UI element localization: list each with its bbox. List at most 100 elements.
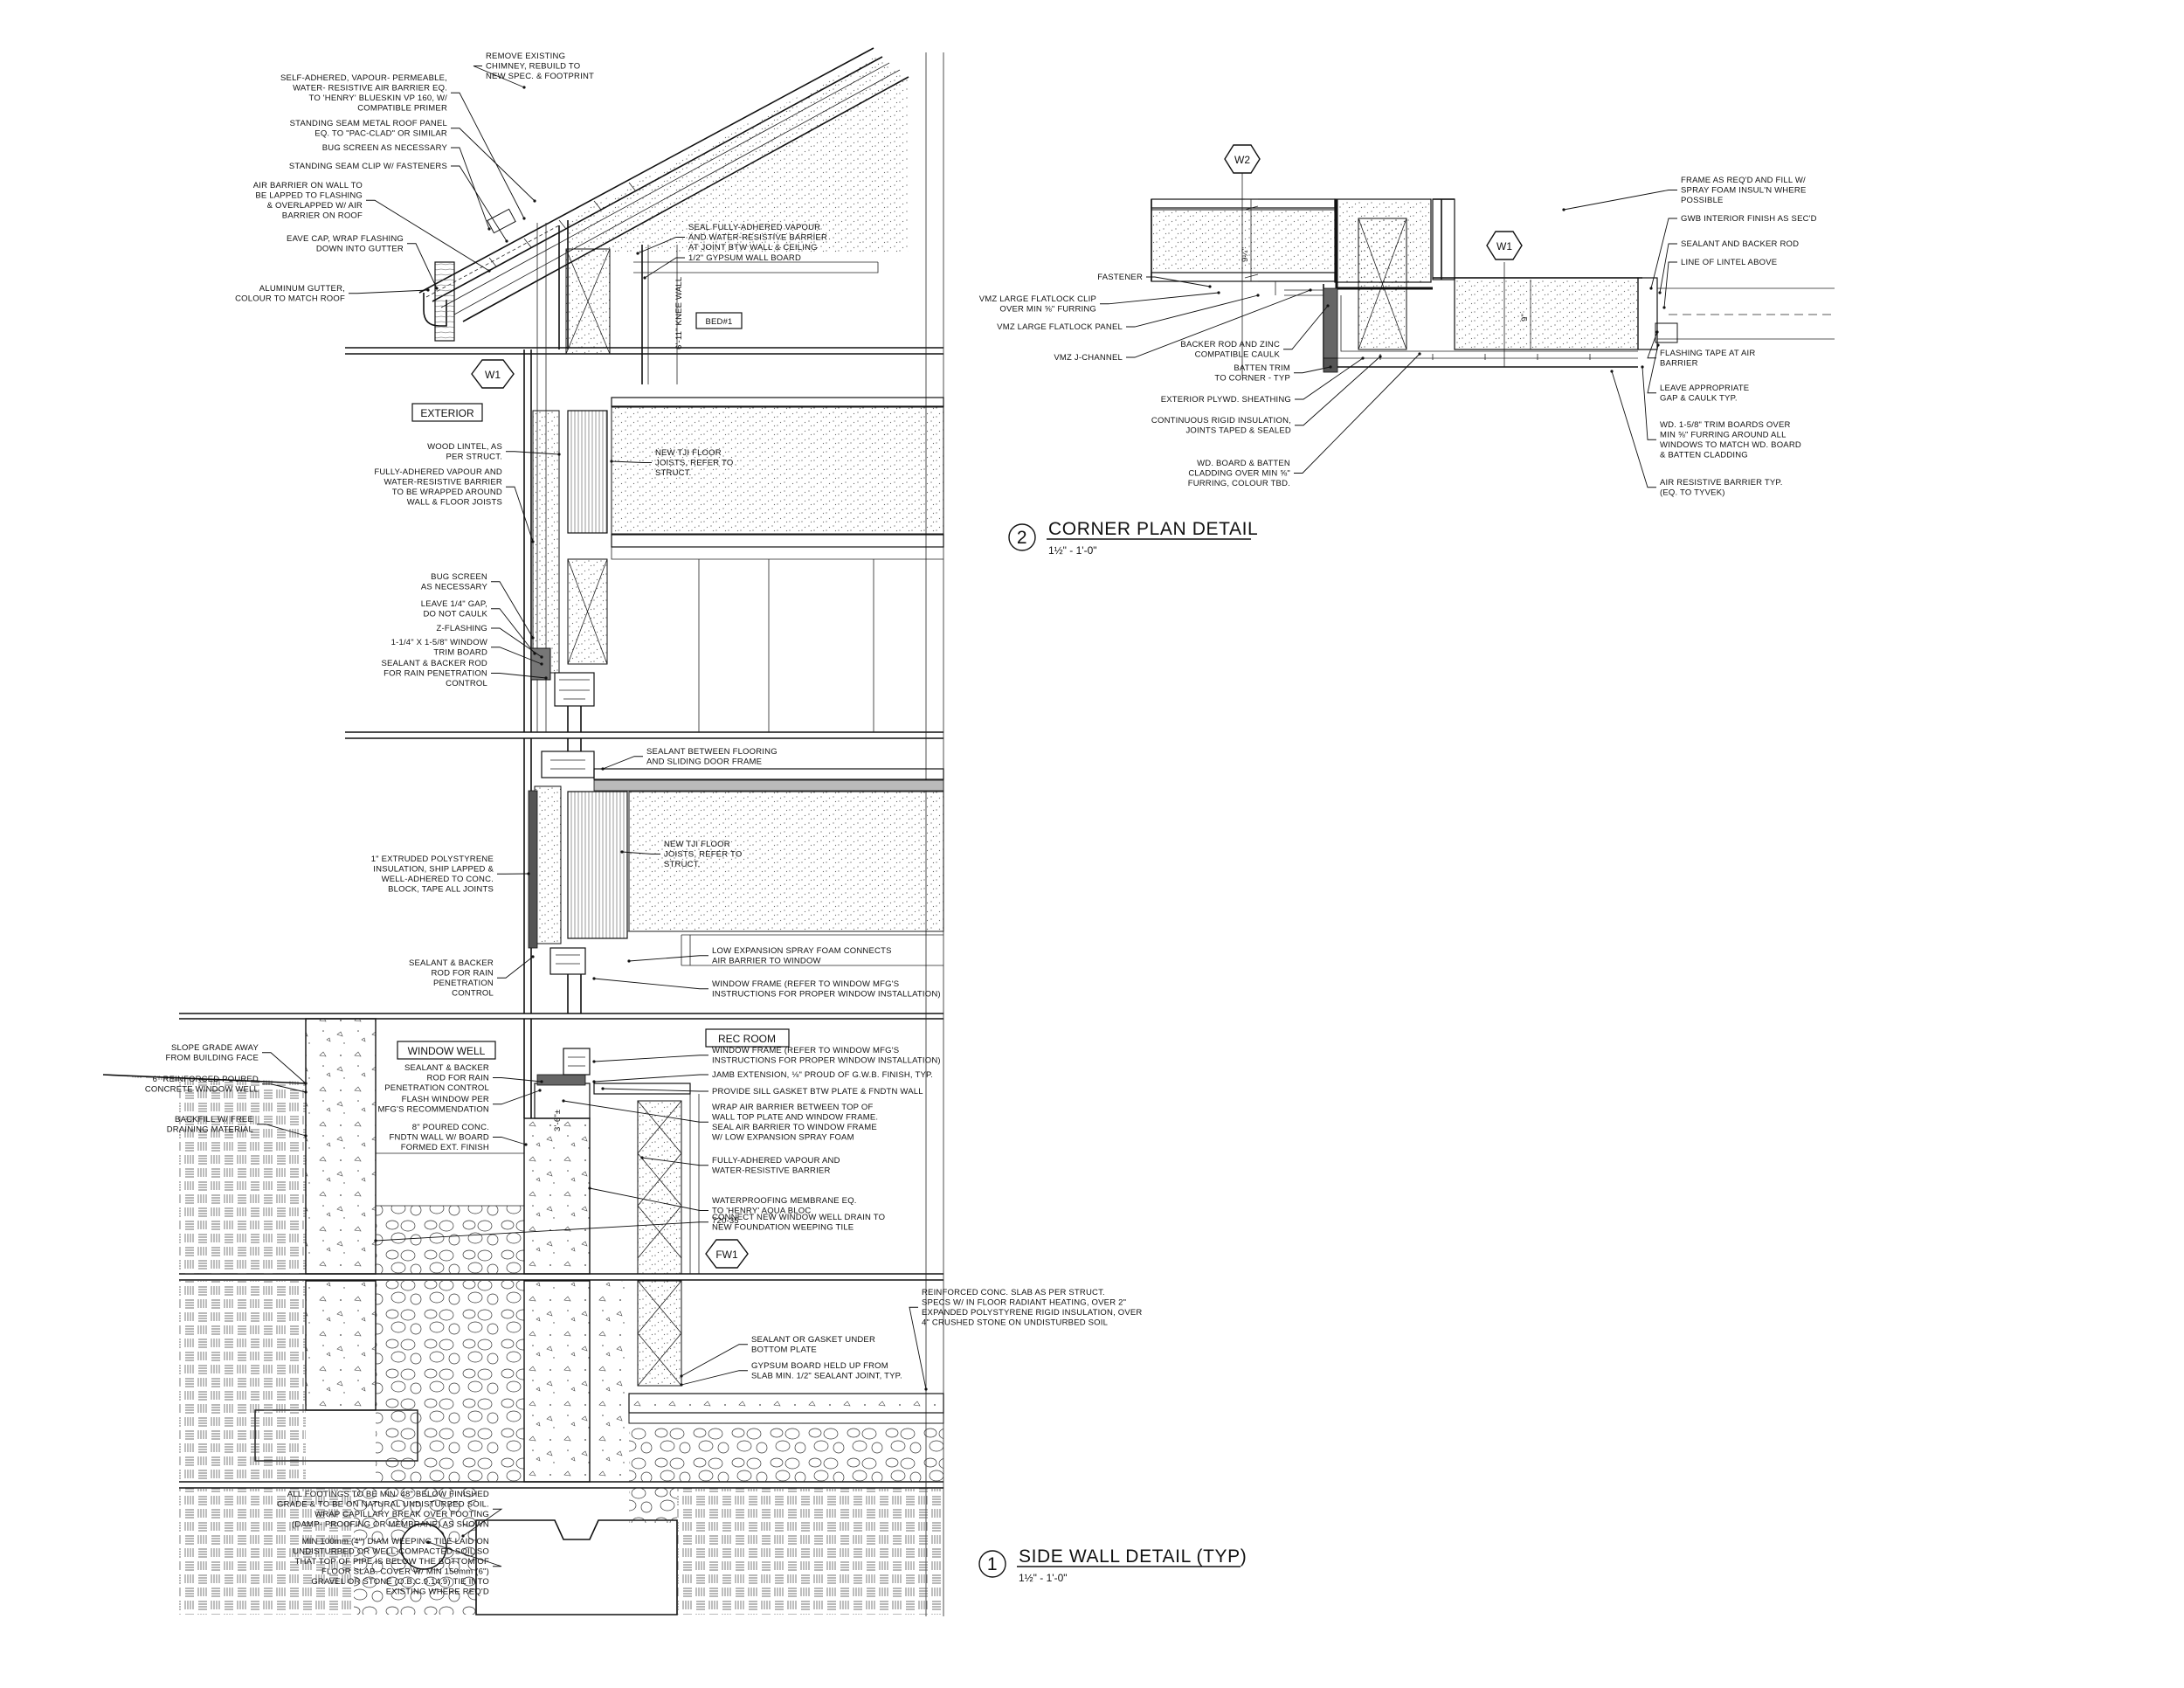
annotation-line: MFG'S RECOMMENDATION (377, 1105, 489, 1115)
leader-dot (680, 1374, 683, 1378)
annotation-line: W/ LOW EXPANSION SPRAY FOAM (712, 1133, 854, 1143)
leader-line (1563, 190, 1677, 211)
leader-line (506, 451, 560, 455)
annotation-line: WRAP AIR BARRIER BETWEEN TOP OF (712, 1103, 873, 1112)
annotation-line: CONTROL (452, 989, 494, 999)
leader-line (637, 237, 685, 254)
leader-line (1146, 276, 1211, 287)
leader-line (621, 851, 660, 854)
leader-dot (592, 1060, 596, 1063)
annotation-line: NEW TJI FLOOR (664, 840, 730, 849)
room-label-text: REC ROOM (718, 1033, 776, 1045)
annotation-line: GRAVEL OR STONE (O.B.C.9.14.9) TIE INTO (311, 1577, 489, 1587)
side-notes-left: SELF-ADHERED, VAPOUR- PERMEABLE,WATER- R… (145, 73, 561, 1597)
annotation-line: GWB INTERIOR FINISH AS SEC'D (1681, 214, 1817, 224)
annotation-note: WINDOW FRAME (REFER TO WINDOW MFG'SINSTR… (592, 1046, 941, 1066)
leader-dot (1256, 294, 1260, 297)
annotation-line: 720-35 (712, 1216, 739, 1226)
annotation-note: Z-FLASHING (437, 624, 543, 659)
room-label-text: WINDOW WELL (408, 1045, 486, 1057)
annotation-line: SEALANT & BACKER (409, 958, 494, 968)
tag-w1-side[interactable]: W1 (471, 359, 515, 389)
annotation-line: SEALANT BETWEEN FLOORING (646, 747, 778, 757)
annotation-line: FRAME AS REQ'D AND FILL W/ (1681, 176, 1806, 185)
annotation-line: CONCRETE WINDOW WELL (145, 1085, 259, 1095)
leader-dot (487, 227, 491, 231)
leader-line (1647, 331, 1658, 359)
room-label-text: EXTERIOR (420, 407, 474, 419)
annotation-line: 6" REINFORCED POURED (153, 1075, 259, 1084)
annotation-line: CONTROL (446, 679, 487, 688)
leader-dot (1610, 370, 1614, 373)
tag-label: W1 (1496, 240, 1512, 253)
leader-line (593, 1055, 708, 1062)
tag-fw1[interactable]: FW1 (705, 1239, 749, 1269)
annotation-note: FULLY-ADHERED VAPOUR ANDWATER-RESISTIVE … (374, 467, 535, 543)
leader-dot (524, 1143, 528, 1146)
corner-notes-right: FRAME AS REQ'D AND FILL W/SPRAY FOAM INS… (1562, 176, 1817, 498)
leader-dot (540, 1080, 543, 1083)
leader-line (1294, 353, 1420, 474)
annotation-note: GWB INTERIOR FINISH AS SEC'D (1649, 214, 1817, 290)
tag-w2[interactable]: W2 (1224, 144, 1261, 174)
leader-line (427, 1541, 502, 1567)
annotation-line: TO CORNER - TYP (1214, 374, 1290, 384)
leader-dot (1379, 355, 1382, 358)
leader-dot (487, 269, 491, 273)
annotation-line: AIR BARRIER TO WINDOW (712, 957, 821, 966)
annotation-line: PENETRATION (433, 979, 494, 988)
leader-line (1650, 218, 1677, 289)
annotation-line: DOWN INTO GUTTER (316, 245, 404, 254)
leader-dot (461, 1534, 465, 1538)
annotation-line: BACKER ROD AND ZINC (1180, 340, 1280, 349)
annotation-line: WD. 1-5/8" TRIM BOARDS OVER (1660, 420, 1791, 430)
corner-dimension-b: 9" (1520, 314, 1530, 322)
leader-dot (636, 252, 639, 255)
annotation-line: JAMB EXTENSION, ⅛" PROUD OF G.W.B. FINIS… (712, 1070, 933, 1080)
annotation-note: WATERPROOFING MEMBRANE EQ.TO 'HENRY' AQU… (588, 1186, 856, 1226)
annotation-line: COMPATIBLE PRIMER (357, 104, 447, 114)
tag-w1-corner[interactable]: W1 (1486, 231, 1523, 260)
leader-dot (592, 1080, 596, 1083)
annotation-line: WATER- RESISTIVE AIR BARRIER EQ. (293, 84, 447, 93)
leader-line (491, 647, 543, 665)
annotation-line: SEAL FULLY-ADHERED VAPOUR (688, 223, 820, 232)
corner-detail-title-block: 2 CORNER PLAN DETAIL 1½" - 1'-0" (1008, 519, 1258, 557)
leader-dot (1641, 365, 1644, 369)
leader-dot (592, 977, 596, 980)
leader-line (641, 1157, 708, 1166)
leader-line (493, 1137, 527, 1145)
annotation-line: VMZ J-CHANNEL (1054, 353, 1123, 363)
leader-line (506, 486, 534, 543)
annotation-note: FASTENER (1097, 273, 1212, 288)
annotation-line: BACKFILL W/ FREE (175, 1115, 253, 1124)
leader-dot (601, 1087, 605, 1090)
annotation-line: WINDOW FRAME (REFER TO WINDOW MFG'S (712, 1046, 899, 1055)
leader-line (628, 955, 708, 962)
annotation-note: WINDOW FRAME (REFER TO WINDOW MFG'SINSTR… (592, 977, 941, 1000)
annotation-line: FLASH WINDOW PER (402, 1095, 489, 1104)
leader-line (451, 128, 536, 202)
annotation-line: AND SLIDING DOOR FRAME (646, 758, 762, 767)
room-label-text: BED#1 (705, 317, 732, 327)
annotation-note: VMZ J-CHANNEL (1054, 288, 1312, 363)
leader-line (1126, 294, 1259, 328)
detail-scale: 1½" - 1'-0" (1019, 1572, 1068, 1584)
detail-title: CORNER PLAN DETAIL (1048, 519, 1258, 539)
annotation-line: STANDING SEAM METAL ROOF PANEL (290, 119, 447, 128)
annotation-line: EQ. TO "PAC-CLAD" OR SIMILAR (314, 129, 447, 139)
lower-band (102, 1018, 944, 1615)
annotation-line: BARRIER ON ROOF (282, 211, 363, 221)
tag-label: W1 (485, 369, 501, 381)
annotation-note: FRAME AS REQ'D AND FILL W/SPRAY FOAM INS… (1562, 176, 1806, 211)
leader-line (681, 1370, 748, 1386)
leader-line (611, 460, 652, 463)
